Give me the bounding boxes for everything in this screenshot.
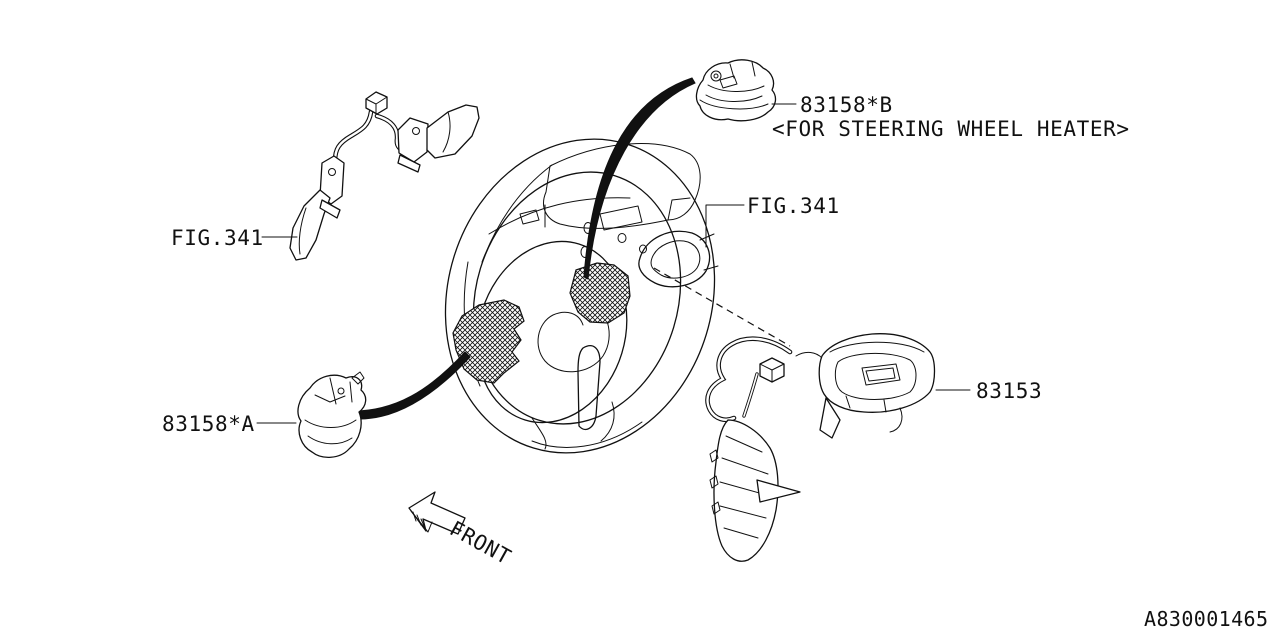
harness-connector bbox=[759, 357, 785, 383]
label-83158a: 83158*A bbox=[162, 412, 255, 436]
heater-switch-part-b bbox=[695, 59, 777, 122]
label-front: FRONT bbox=[446, 516, 516, 569]
label-fig341-left: FIG.341 bbox=[171, 226, 264, 250]
label-heater-note: <FOR STEERING WHEEL HEATER> bbox=[772, 117, 1130, 141]
label-83158b: 83158*B bbox=[800, 93, 893, 117]
front-arrow-icon bbox=[408, 491, 466, 535]
install-swoosh-top bbox=[583, 77, 696, 280]
steering-wheel bbox=[444, 138, 719, 454]
dashed-reference-line bbox=[653, 267, 791, 347]
leader-lines bbox=[256, 103, 971, 424]
harness-connector bbox=[365, 91, 388, 115]
doc-number: A830001465 bbox=[1144, 607, 1268, 631]
switch-part-a bbox=[297, 371, 367, 458]
paddle-switch-assembly bbox=[289, 91, 480, 261]
switch-position-pads bbox=[452, 262, 631, 384]
label-83153: 83153 bbox=[976, 379, 1042, 403]
satellite-switch-assembly-83153 bbox=[705, 333, 936, 562]
install-swoosh-bottom bbox=[355, 351, 471, 420]
label-fig341-right: FIG.341 bbox=[747, 194, 840, 218]
